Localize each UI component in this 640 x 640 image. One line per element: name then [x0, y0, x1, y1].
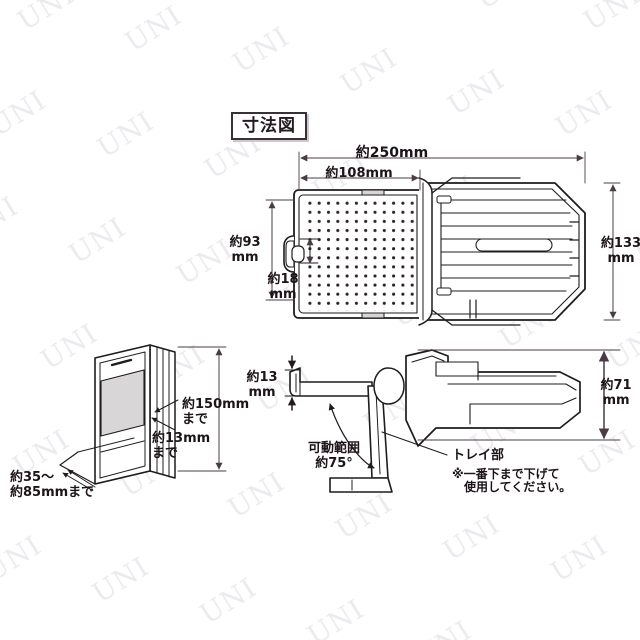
dimension-label-total-width: 約250mm: [355, 145, 429, 161]
side-dimensions: [284, 349, 621, 469]
phone-illustration: [59, 344, 176, 485]
top-dimensions: [265, 151, 621, 321]
side-view: [289, 349, 601, 493]
dimension-label-lip-height: 約18 mm: [267, 272, 299, 302]
tray-plate: [283, 189, 422, 319]
dimension-label-body-height: 約71 mm: [600, 378, 632, 408]
figure-title: 寸法図: [242, 115, 296, 136]
dimension-label-phone-thickness: 約13mm まで: [152, 431, 211, 461]
figure-title-box: 寸法図: [231, 112, 307, 140]
note-tray-usage: ※一番下まで下げて 使用してください。: [452, 467, 572, 495]
dimension-label-phone-height: 約150mm まで: [182, 397, 250, 427]
dimension-label-tray-width: 約108mm: [325, 166, 393, 181]
holder-body: [418, 177, 586, 326]
phone-dimensions: [62, 346, 227, 491]
dimension-label-pivot-angle: 可動範囲 約75°: [307, 441, 361, 471]
dimension-label-total-height: 約133 mm: [600, 236, 640, 266]
dimension-label-tray-height: 約93 mm: [229, 235, 261, 265]
dimension-label-phone-width: 約35〜 約85mmまで: [10, 470, 95, 500]
dimension-label-tray-thickness: 約13 mm: [246, 370, 278, 400]
callout-tray-part: トレイ部: [452, 448, 505, 463]
